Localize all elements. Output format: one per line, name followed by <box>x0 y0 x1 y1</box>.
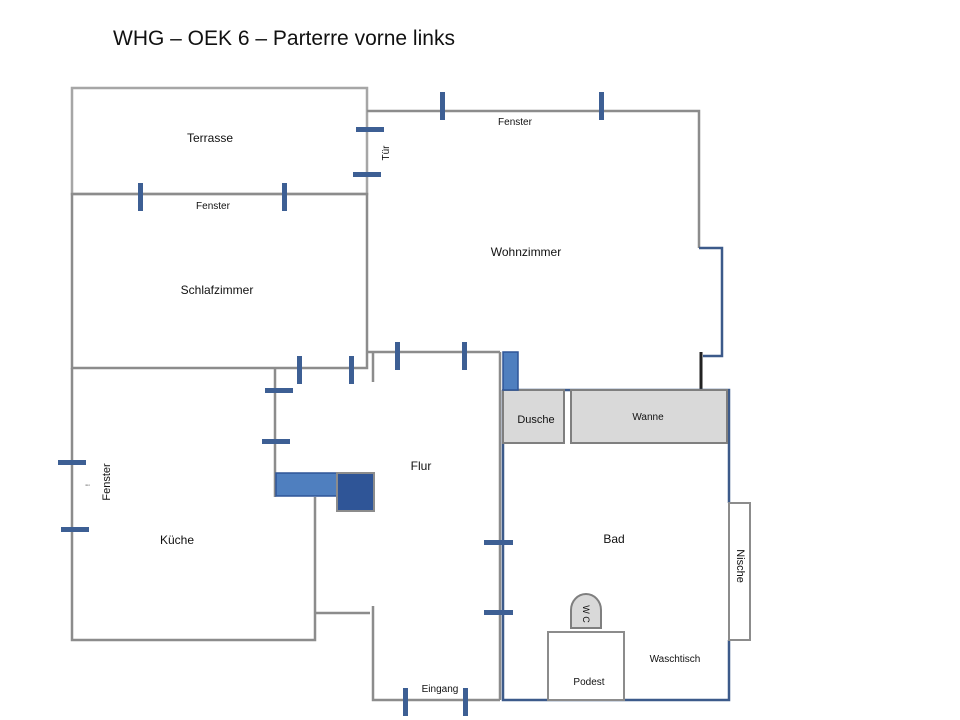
dusche-fixture <box>502 389 565 444</box>
flur-dark-block <box>336 472 375 512</box>
page-title: WHG – OEK 6 – Parterre vorne links <box>113 27 455 50</box>
label-wc: W C <box>581 605 591 623</box>
label-bad: Bad <box>603 532 624 546</box>
label-terrasse: Terrasse <box>187 131 233 145</box>
label-flur: Flur <box>411 459 432 473</box>
door-marker <box>395 342 400 370</box>
bad-column-block <box>502 351 519 391</box>
wohnzimmer-wall <box>367 109 701 248</box>
window-marker <box>599 92 604 120</box>
label-podest: Podest <box>573 677 604 688</box>
label-fenster-schlaf: Fenster <box>196 201 231 212</box>
flur-entry-wall <box>371 606 500 702</box>
label-eingang: Eingang <box>422 684 459 695</box>
window-marker <box>138 183 143 211</box>
label-schlafzimmer: Schlafzimmer <box>181 283 254 297</box>
label-fenster-kueche: Fenster <box>101 463 113 501</box>
label-dusche: Dusche <box>517 414 554 426</box>
label-wanne: Wanne <box>632 412 664 423</box>
label-tuer: Tür <box>381 145 392 161</box>
label-wohnzimmer: Wohnzimmer <box>491 245 561 259</box>
door-marker <box>484 610 513 615</box>
door-marker <box>462 342 467 370</box>
door-marker <box>262 439 290 444</box>
door-marker <box>297 356 302 384</box>
entrance-marker <box>403 688 408 716</box>
door-marker <box>356 127 384 132</box>
door-marker <box>265 388 293 393</box>
door-marker <box>353 172 381 177</box>
wohnzimmer-alcove-wall <box>699 246 724 358</box>
window-marker <box>61 527 89 532</box>
label-small-mark: ! <box>86 484 92 486</box>
window-marker <box>58 460 86 465</box>
window-marker <box>440 92 445 120</box>
door-marker <box>484 540 513 545</box>
window-marker <box>282 183 287 211</box>
label-waschtisch: Waschtisch <box>650 654 701 665</box>
flur-blue-bench <box>275 472 338 497</box>
wanne-fixture <box>570 389 728 444</box>
label-nische: Nische <box>734 549 746 583</box>
door-marker <box>349 356 354 384</box>
label-fenster-top: Fenster <box>498 117 533 128</box>
podest-fixture <box>547 631 625 701</box>
label-kueche: Küche <box>160 533 194 547</box>
window-markers <box>58 92 604 716</box>
nische-outline <box>728 502 751 641</box>
wc-fixture <box>570 593 602 629</box>
entrance-marker <box>463 688 468 716</box>
schlafzimmer-outline <box>70 192 369 370</box>
kueche-wall <box>70 368 317 642</box>
